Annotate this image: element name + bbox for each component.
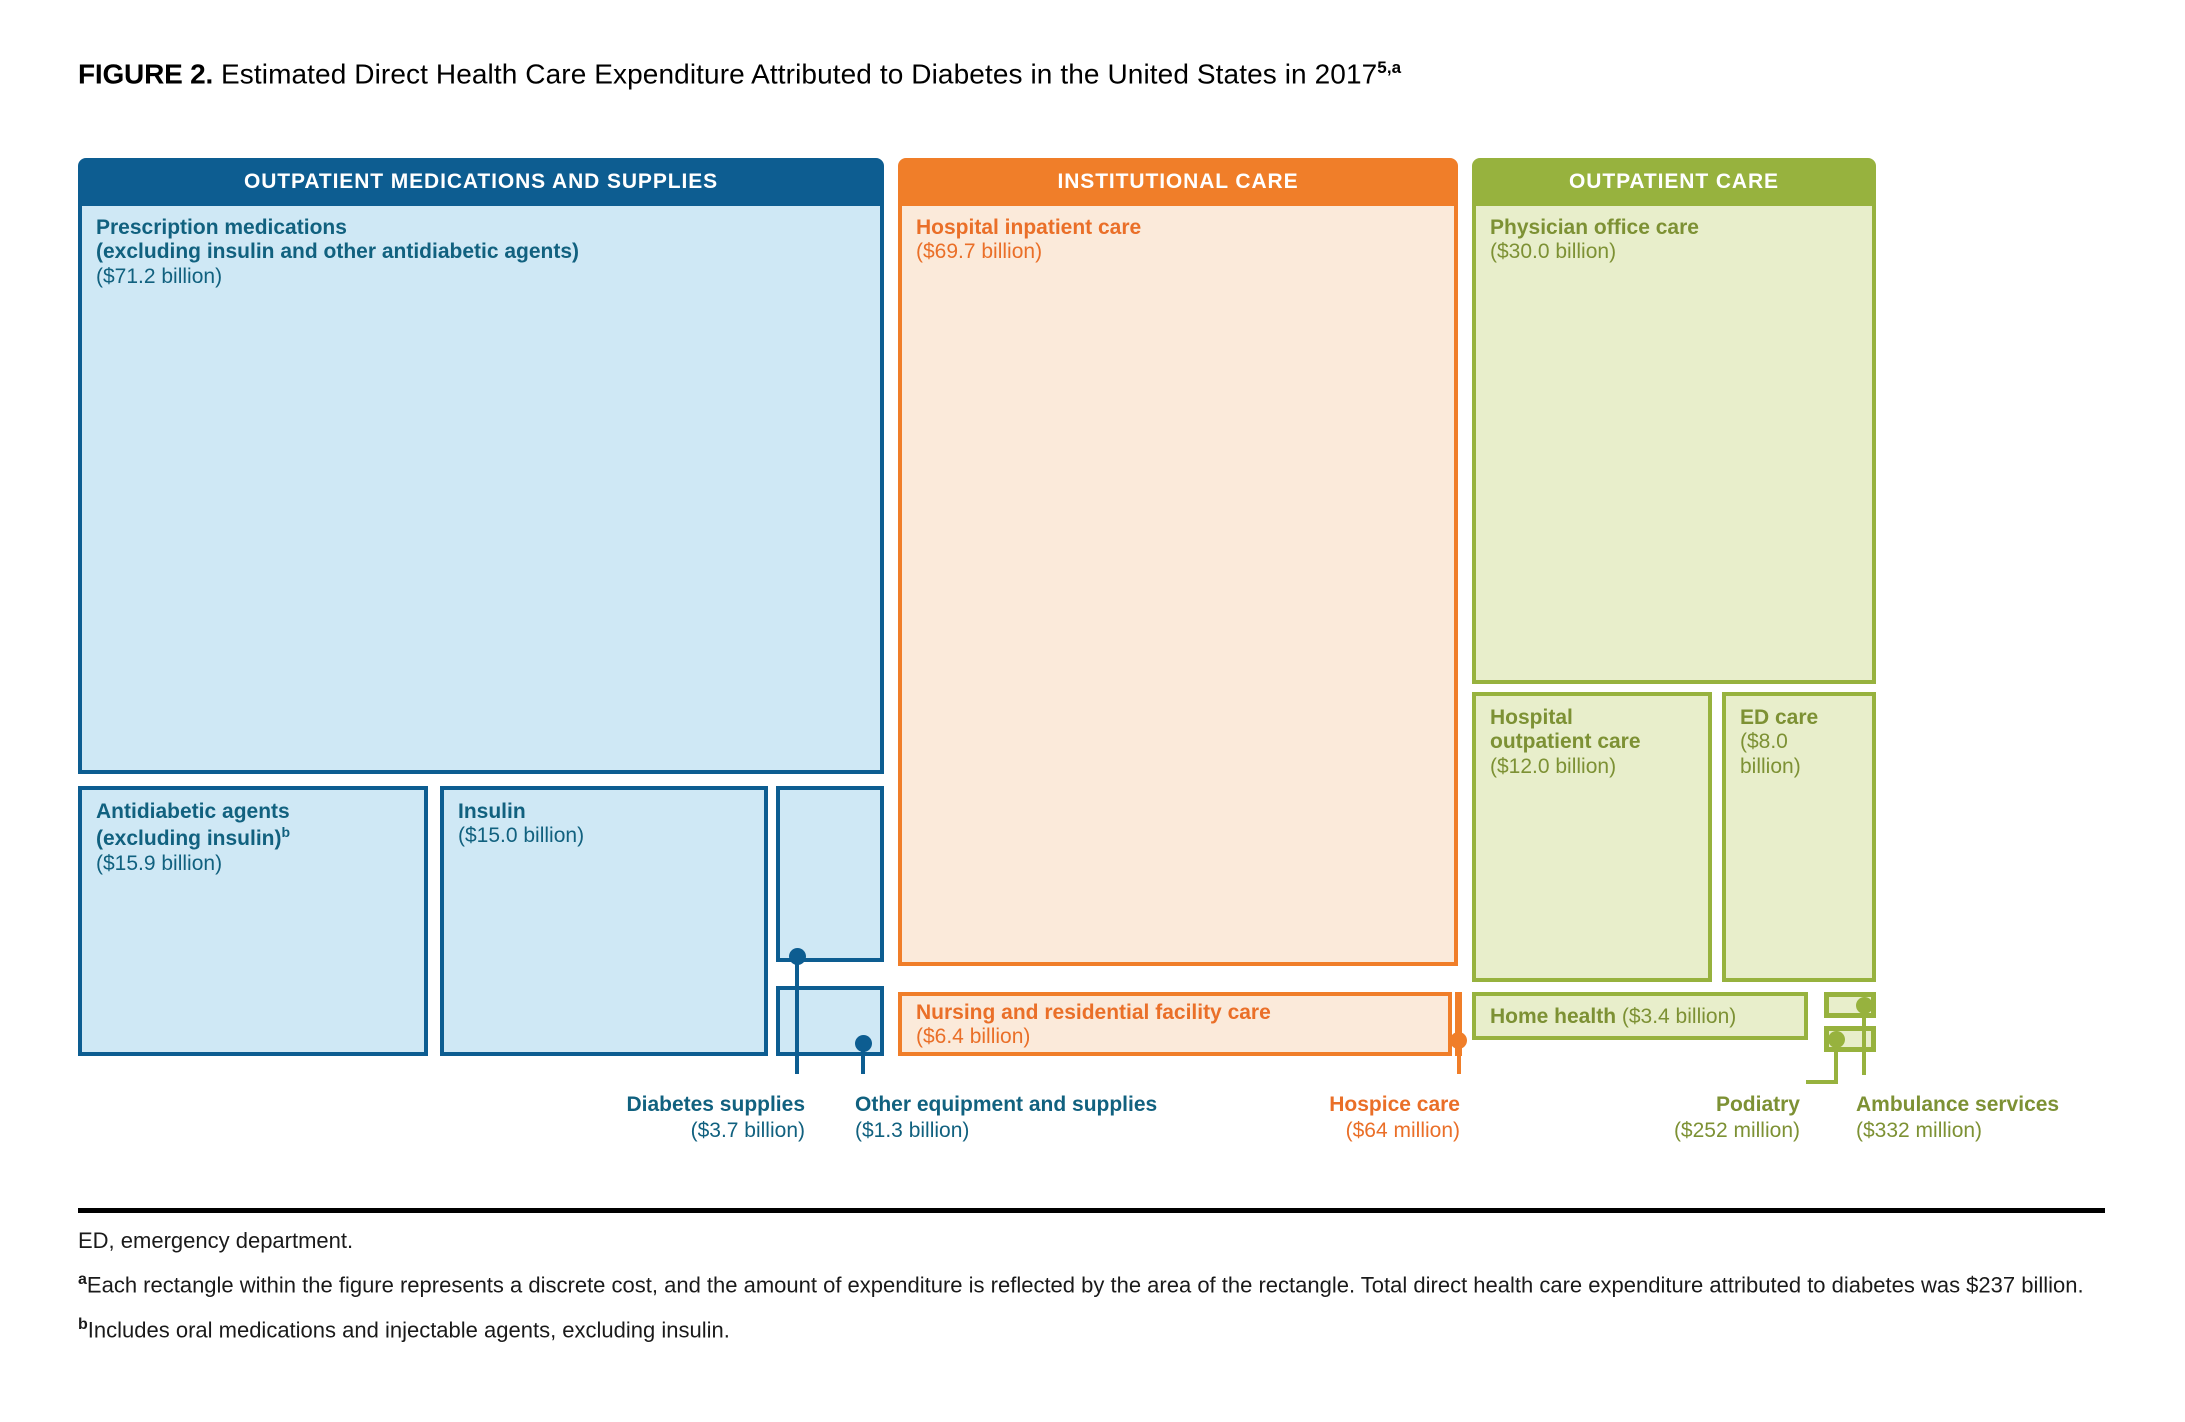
- leader-dot-hospice-care: [1450, 1032, 1467, 1049]
- box-hospital-inpatient-care-amount: ($69.7 billion): [916, 240, 1043, 264]
- footnote-b-marker: b: [78, 1316, 88, 1334]
- callout-hospice-care-title: Hospice care: [1329, 1093, 1460, 1116]
- box-hospital-inpatient-care-title: Hospital inpatient care: [916, 216, 1142, 239]
- footnote-a-text: Each rectangle within the figure represe…: [86, 1272, 2084, 1298]
- box-hospital-inpatient-care-text: Hospital inpatient care ($69.7 billion): [916, 216, 1446, 265]
- box-home-health[interactable]: Home health ($3.4 billion): [1472, 992, 1808, 1040]
- footnotes: ED, emergency department. aEach rectangl…: [78, 1226, 2108, 1359]
- footnote-b: bIncludes oral medications and injectabl…: [78, 1314, 2108, 1345]
- box-ed-care-amount-2: billion): [1740, 754, 1801, 778]
- box-prescription-medications-amount: ($71.2 billion): [96, 264, 223, 288]
- leader-line-hospice-care: [1457, 1024, 1461, 1074]
- box-hospital-outpatient-care-title-1: Hospital: [1490, 706, 1573, 729]
- group-outpatient-care: OUTPATIENT CARE: [1472, 158, 1876, 218]
- box-nursing-residential-facility-care-title: Nursing and residential facility care: [916, 1001, 1271, 1024]
- box-antidiabetic-agents-title-2-text: (excluding insulin): [96, 827, 282, 851]
- box-diabetes-supplies[interactable]: [776, 786, 884, 962]
- callout-diabetes-supplies-amount: ($3.7 billion): [690, 1118, 805, 1142]
- box-ed-care[interactable]: ED care ($8.0 billion): [1722, 692, 1876, 982]
- box-home-health-text: Home health ($3.4 billion): [1490, 1005, 1796, 1029]
- box-hospital-inpatient-care[interactable]: Hospital inpatient care ($69.7 billion): [898, 206, 1458, 966]
- box-antidiabetic-agents-title-2: (excluding insulin)b: [96, 824, 416, 851]
- box-insulin-title: Insulin: [458, 800, 526, 823]
- callout-diabetes-supplies-title: Diabetes supplies: [626, 1093, 805, 1116]
- box-hospital-outpatient-care[interactable]: Hospital outpatient care ($12.0 billion): [1472, 692, 1712, 982]
- box-nursing-residential-facility-care-amount: ($6.4 billion): [916, 1025, 1031, 1049]
- figure-title-superscript: 5,a: [1377, 58, 1402, 77]
- leader-line-podiatry-vertical: [1834, 1038, 1838, 1084]
- callout-ambulance-services: Ambulance services ($332 million): [1856, 1092, 2156, 1143]
- figure-title: FIGURE 2. Estimated Direct Health Care E…: [78, 58, 1401, 90]
- box-physician-office-care-text: Physician office care ($30.0 billion): [1490, 216, 1864, 265]
- box-nursing-residential-facility-care[interactable]: Nursing and residential facility care ($…: [898, 992, 1452, 1056]
- box-prescription-medications[interactable]: Prescription medications (excluding insu…: [78, 206, 884, 774]
- group-header-outpatient-care: OUTPATIENT CARE: [1472, 158, 1876, 206]
- group-header-outpatient-medications: OUTPATIENT MEDICATIONS AND SUPPLIES: [78, 158, 884, 206]
- leader-line-podiatry-horizontal: [1806, 1080, 1838, 1084]
- leader-dot-podiatry: [1828, 1031, 1845, 1048]
- leader-line-diabetes-supplies: [795, 954, 799, 1074]
- box-hospital-outpatient-care-title-2: outpatient care: [1490, 730, 1641, 754]
- footnote-a-marker: a: [78, 1271, 87, 1289]
- box-prescription-medications-text: Prescription medications (excluding insu…: [96, 216, 872, 289]
- footnote-b-text: Includes oral medications and injectable…: [87, 1317, 730, 1343]
- callout-ambulance-services-amount: ($332 million): [1856, 1118, 1983, 1142]
- box-antidiabetic-agents-text: Antidiabetic agents (excluding insulin)b…: [96, 800, 416, 876]
- box-antidiabetic-agents[interactable]: Antidiabetic agents (excluding insulin)b…: [78, 786, 428, 1056]
- box-physician-office-care-amount: ($30.0 billion): [1490, 240, 1617, 264]
- box-antidiabetic-agents-footnote-marker: b: [281, 824, 291, 841]
- box-home-health-title: Home health: [1490, 1005, 1622, 1028]
- callout-podiatry-amount: ($252 million): [1673, 1118, 1800, 1142]
- box-hospital-outpatient-care-amount: ($12.0 billion): [1490, 754, 1617, 778]
- callout-podiatry: Podiatry ($252 million): [1540, 1092, 1800, 1143]
- box-ed-care-amount-1: ($8.0: [1740, 730, 1788, 754]
- box-ed-care-title: ED care: [1740, 706, 1819, 729]
- callout-hospice-care-amount: ($64 million): [1345, 1118, 1460, 1142]
- box-antidiabetic-agents-title-1: Antidiabetic agents: [96, 800, 290, 823]
- footnote-abbreviation: ED, emergency department.: [78, 1228, 354, 1253]
- callout-podiatry-title: Podiatry: [1715, 1093, 1800, 1116]
- callout-diabetes-supplies: Diabetes supplies ($3.7 billion): [520, 1092, 805, 1143]
- box-home-health-amount: ($3.4 billion): [1621, 1005, 1737, 1028]
- callout-ambulance-services-title: Ambulance services: [1856, 1093, 2060, 1116]
- box-prescription-medications-title-2: (excluding insulin and other antidiabeti…: [96, 240, 580, 264]
- leader-dot-ambulance-services: [1856, 997, 1873, 1014]
- callout-other-equipment: Other equipment and supplies ($1.3 billi…: [855, 1092, 1255, 1143]
- box-physician-office-care-title: Physician office care: [1490, 216, 1699, 239]
- group-header-institutional-care: INSTITUTIONAL CARE: [898, 158, 1458, 206]
- box-insulin-text: Insulin ($15.0 billion): [458, 800, 756, 849]
- box-nursing-residential-facility-care-text: Nursing and residential facility care ($…: [916, 1001, 1440, 1050]
- leader-dot-diabetes-supplies: [789, 948, 806, 965]
- box-insulin[interactable]: Insulin ($15.0 billion): [440, 786, 768, 1056]
- leader-line-ambulance-services: [1862, 1003, 1866, 1075]
- callout-hospice-care: Hospice care ($64 million): [1200, 1092, 1460, 1143]
- footer-divider: [78, 1208, 2105, 1213]
- group-institutional-care: INSTITUTIONAL CARE: [898, 158, 1458, 218]
- callout-other-equipment-title: Other equipment and supplies: [855, 1093, 1158, 1116]
- box-physician-office-care[interactable]: Physician office care ($30.0 billion): [1472, 206, 1876, 684]
- leader-dot-other-equipment: [855, 1035, 872, 1052]
- group-outpatient-medications: OUTPATIENT MEDICATIONS AND SUPPLIES: [78, 158, 884, 218]
- footnote-a: aEach rectangle within the figure repres…: [78, 1269, 2108, 1300]
- box-insulin-amount: ($15.0 billion): [458, 824, 585, 848]
- box-antidiabetic-agents-amount: ($15.9 billion): [96, 851, 223, 875]
- leader-line-other-equipment: [861, 1042, 865, 1074]
- box-prescription-medications-title-1: Prescription medications: [96, 216, 347, 239]
- figure-title-text: Estimated Direct Health Care Expenditure…: [213, 58, 1378, 90]
- figure-number: FIGURE 2.: [78, 58, 214, 90]
- callout-other-equipment-amount: ($1.3 billion): [855, 1118, 970, 1142]
- box-ed-care-text: ED care ($8.0 billion): [1740, 706, 1864, 779]
- box-hospital-outpatient-care-text: Hospital outpatient care ($12.0 billion): [1490, 706, 1700, 779]
